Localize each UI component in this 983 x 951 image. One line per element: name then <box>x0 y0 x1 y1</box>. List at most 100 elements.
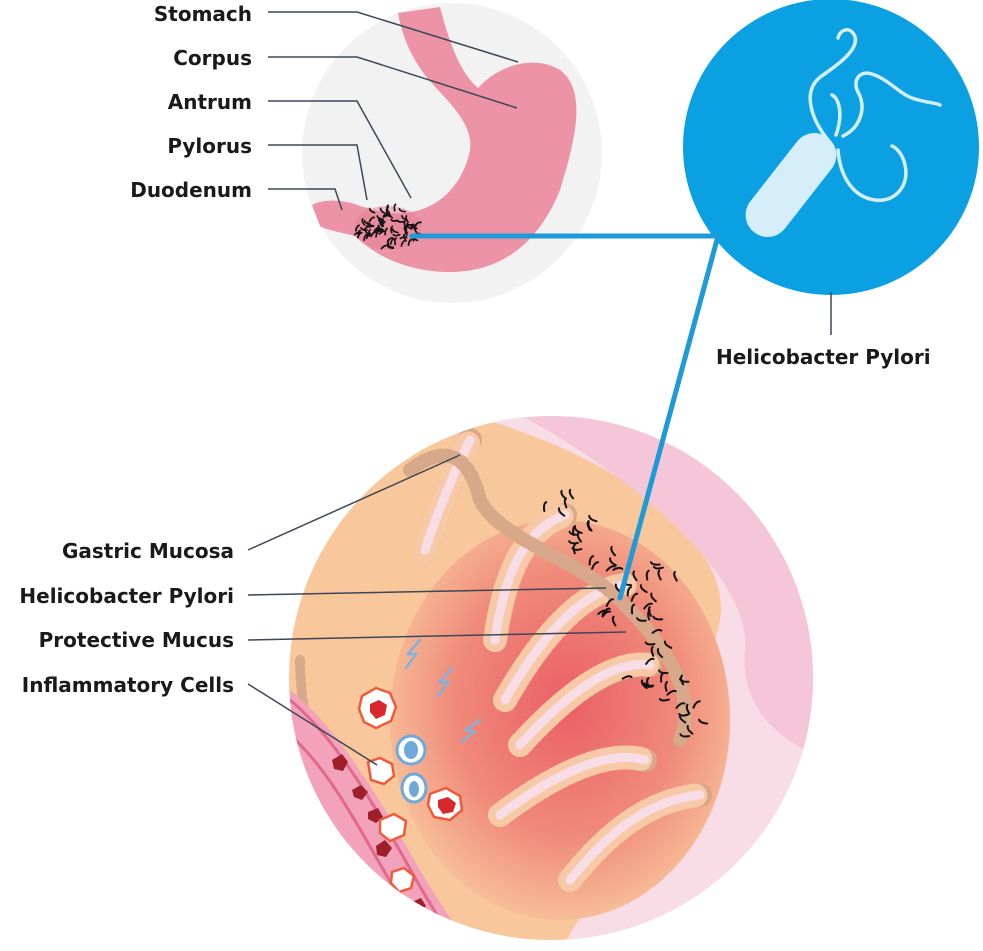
bacterium-mark <box>572 543 577 555</box>
leader-lines <box>247 11 832 766</box>
lymphocyte-cell <box>400 772 428 804</box>
mucosa-bacteria-cluster <box>542 488 709 738</box>
bacterium-mark <box>389 237 395 245</box>
bacterium-mark <box>375 230 380 238</box>
bacterium-mark <box>568 530 579 536</box>
bacterium-mark <box>370 231 377 238</box>
bacterium-mark <box>397 220 406 223</box>
bacterium-mark <box>400 239 406 247</box>
magnification-connector <box>409 233 721 601</box>
bacterium-mark <box>391 228 399 234</box>
bacterium-mark <box>642 682 654 688</box>
bacterium-mark <box>652 565 664 570</box>
bacterium-mark <box>658 669 669 675</box>
bacterium-mark <box>632 570 638 582</box>
mucosa-illustration <box>289 416 813 940</box>
bacterium-mark <box>649 561 661 566</box>
inflammatory-cell <box>426 786 464 822</box>
bacterium-mark <box>363 233 368 242</box>
bacterium-mark <box>601 610 612 618</box>
label-helicobacter-pylori: Helicobacter Pylori <box>19 584 234 608</box>
bacterium-mark <box>379 219 384 228</box>
bacterium-mark <box>378 217 386 223</box>
bacterium-mark <box>644 641 656 646</box>
bacterium-mark <box>406 222 415 226</box>
mucosa-villi <box>295 428 712 892</box>
bacterium-mark <box>365 232 372 240</box>
bacterium-mark <box>680 674 685 686</box>
inflammatory-cell <box>366 756 396 786</box>
bacterium-mark <box>380 244 389 250</box>
bacterium-mark <box>568 540 579 545</box>
label-gastric-mucosa: Gastric Mucosa <box>61 539 234 563</box>
bacterium-mark <box>666 689 677 696</box>
bacterium-mark <box>692 700 701 709</box>
bacterium-mark <box>576 532 582 543</box>
bacterium-mark <box>356 231 363 239</box>
bacterium-mark <box>664 680 669 692</box>
inflammatory-cell <box>378 812 408 843</box>
bacterium-mark <box>409 224 418 230</box>
bacterium-mark <box>675 702 686 709</box>
bacterium-mark <box>404 228 408 237</box>
bacterium-body <box>745 133 837 237</box>
bacterium-mark <box>560 489 567 500</box>
label-bacterium: Helicobacter Pylori <box>716 345 931 369</box>
bacterium-mark <box>354 224 361 232</box>
stomach-shape <box>312 7 577 273</box>
bacterium-mark <box>605 565 616 572</box>
bacterium-mark <box>630 603 636 615</box>
label-duodenum: Duodenum <box>130 178 252 202</box>
bacterium-mark <box>621 675 633 680</box>
bacterium-mark <box>650 645 655 657</box>
bacterium-mark <box>366 224 375 228</box>
bacterium-mark <box>368 216 375 223</box>
bacterium-mark <box>640 679 648 690</box>
bacterium-mark <box>588 555 595 566</box>
bacterium-mark <box>626 586 632 597</box>
bacterium-mark <box>650 592 657 603</box>
bacterium-mark <box>601 607 611 616</box>
bacterium-mark <box>639 584 648 594</box>
label-stomach: Stomach <box>153 2 252 26</box>
bacterium-mark <box>591 561 600 570</box>
bacterium-mark <box>403 233 407 242</box>
bacterium-mark <box>571 547 583 551</box>
bacterium-mark <box>645 569 650 581</box>
label-protective-mucus: Protective Mucus <box>38 628 234 652</box>
bacterium-mark <box>405 215 409 224</box>
bacterium-mark <box>407 238 413 246</box>
bacterium-mark <box>410 224 418 230</box>
bacterium-mark <box>361 218 366 226</box>
bacterium-mark <box>568 488 575 500</box>
inflammatory-cell <box>357 686 398 730</box>
bacterium-mark <box>652 615 664 621</box>
bacterium-mark <box>611 615 617 627</box>
mucosa-surface-edge <box>403 448 693 747</box>
bacterium-mark <box>375 228 384 232</box>
bacterium-mark <box>557 507 566 517</box>
inflammatory-cell <box>389 866 416 894</box>
bacterium-mark <box>392 233 401 237</box>
label-corpus: Corpus <box>173 46 252 70</box>
bacterium-mark <box>563 497 568 509</box>
bacterium-mark <box>390 218 399 222</box>
label-pylorus: Pylorus <box>167 134 252 158</box>
inflammatory-cells-group <box>357 638 482 894</box>
inflammation-signals <box>404 638 482 744</box>
bacterium-mark <box>663 640 673 649</box>
bacterium-mark <box>390 225 394 234</box>
bacterium-mark <box>678 713 690 717</box>
bacterium-mark <box>609 557 617 567</box>
bacterium-mark <box>658 698 670 702</box>
bacterium-flagella <box>808 28 942 202</box>
bacterium-mark <box>643 602 653 610</box>
bacterium-mark <box>612 566 624 571</box>
bacterium-mark <box>386 204 389 213</box>
lymphocyte-cell <box>395 734 427 766</box>
bacterium-mark <box>587 521 593 532</box>
bacterium-mark <box>685 703 691 715</box>
bacterium-mark <box>368 207 376 214</box>
